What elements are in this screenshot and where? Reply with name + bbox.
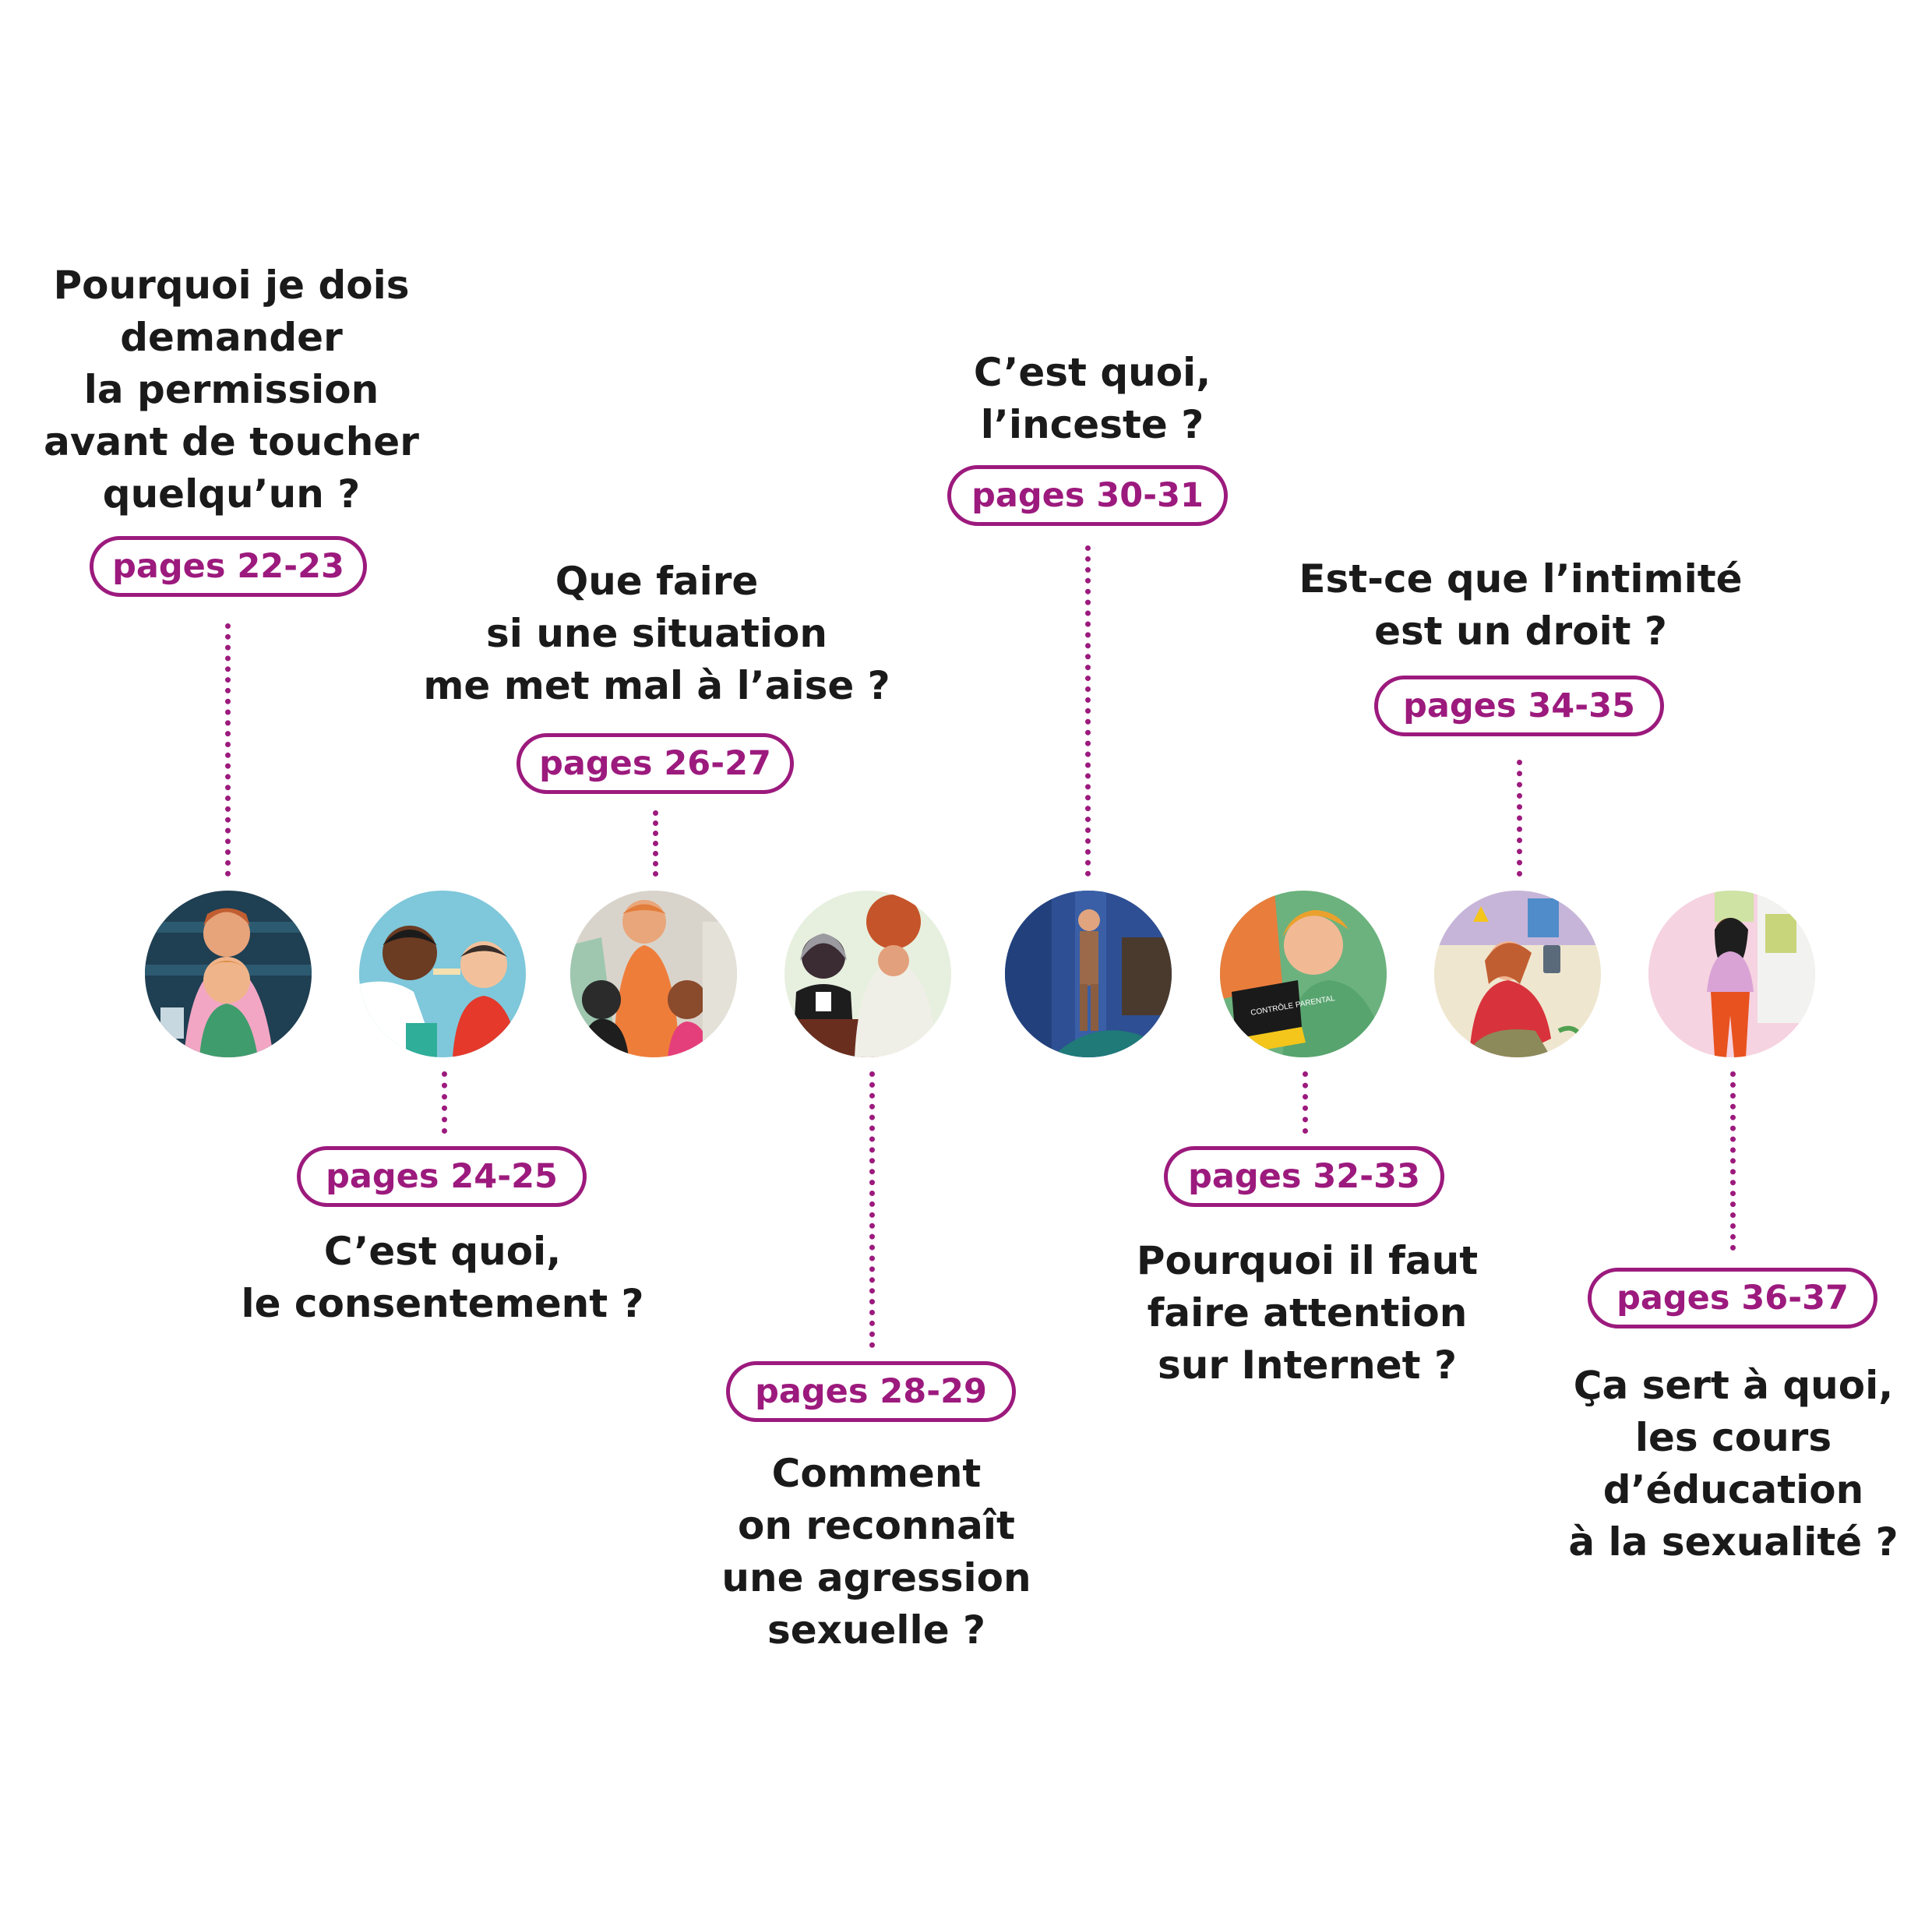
question-4: Comment on reconnaît une agression sexue…	[721, 1451, 1031, 1653]
connector-3	[653, 810, 658, 877]
illustration-8	[1648, 891, 1815, 1057]
pages-badge-2[interactable]: pages 24-25	[297, 1146, 587, 1207]
pages-badge-4[interactable]: pages 28-29	[726, 1361, 1016, 1422]
pages-badge-8[interactable]: pages 36-37	[1588, 1268, 1877, 1328]
pages-badge-1[interactable]: pages 22-23	[90, 536, 367, 597]
pages-badge-3[interactable]: pages 26-27	[516, 733, 794, 794]
pages-badge-6[interactable]: pages 32-33	[1164, 1146, 1444, 1207]
connector-7	[1517, 760, 1522, 877]
connector-4	[869, 1071, 875, 1348]
question-7: Est-ce que l’intimité est un droit ?	[1299, 556, 1743, 654]
illustration-5	[1005, 891, 1172, 1057]
illustration-4	[784, 891, 951, 1057]
connector-1	[225, 623, 231, 877]
question-5: C’est quoi, l’inceste ?	[973, 350, 1211, 447]
pages-badge-7[interactable]: pages 34-35	[1374, 676, 1664, 736]
question-6: Pourquoi il faut faire attention sur Int…	[1136, 1238, 1479, 1388]
connector-5	[1085, 545, 1091, 877]
question-2: C’est quoi, le consentement ?	[241, 1229, 644, 1326]
pages-badge-5[interactable]: pages 30-31	[947, 465, 1228, 526]
illustration-2	[359, 891, 526, 1057]
question-1: Pourquoi je dois demander la permission …	[44, 263, 419, 517]
illustration-1	[145, 891, 312, 1057]
connector-8	[1730, 1071, 1736, 1251]
illustration-6: CONTRÔLE PARENTAL	[1220, 891, 1387, 1057]
question-3: Que faire si une situation me met mal à …	[423, 559, 890, 708]
connector-2	[442, 1071, 447, 1134]
illustration-7	[1434, 891, 1601, 1057]
connector-6	[1303, 1071, 1308, 1134]
question-8: Ça sert à quoi, les cours d’éducation à …	[1568, 1363, 1899, 1565]
illustration-3	[570, 891, 737, 1057]
